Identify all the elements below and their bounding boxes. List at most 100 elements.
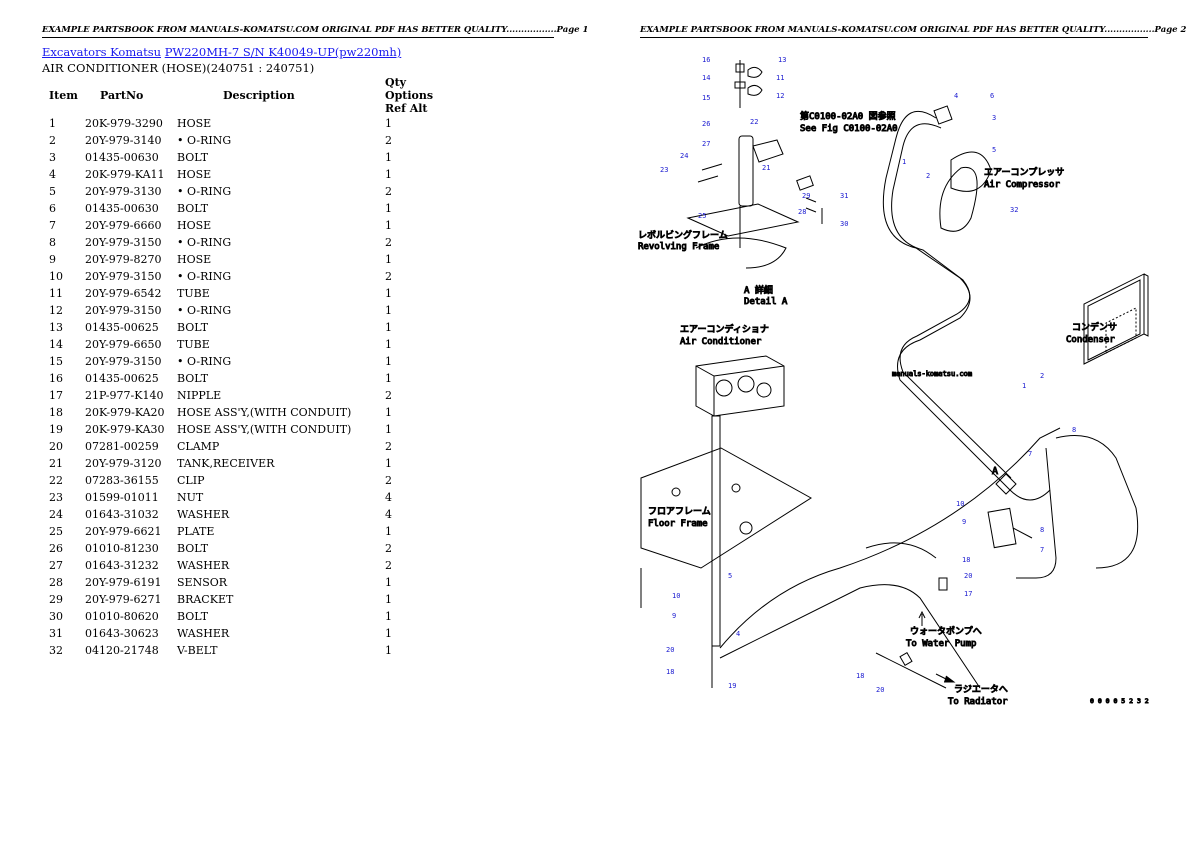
description-cell: • O-RING — [177, 236, 232, 249]
qty-cell: 4 — [385, 491, 392, 504]
description-cell: BOLT — [177, 151, 209, 164]
partno-cell: 01599-01011 — [85, 491, 159, 504]
callout-number: 32 — [1010, 206, 1018, 214]
description-cell: CLIP — [177, 474, 205, 487]
header-divider-right — [640, 37, 1148, 38]
partno-cell: 20Y-979-3150 — [85, 304, 162, 317]
partno-cell: 20Y-979-6542 — [85, 287, 162, 300]
air-conditioner-unit — [695, 355, 785, 647]
partno-cell: 04120-21748 — [85, 644, 159, 657]
air-compressor-jp-label: エアーコンプレッサ — [984, 167, 1064, 178]
description-cell: • O-RING — [177, 134, 232, 147]
table-row: 23 01599-01011 NUT 4 — [42, 489, 445, 506]
page-title: AIR CONDITIONER (HOSE)(240751 : 240751) — [42, 61, 315, 75]
breadcrumb-link-excavators[interactable]: Excavators Komatsu — [42, 45, 162, 59]
item-cell: 27 — [49, 559, 63, 572]
partno-cell: 01435-00625 — [85, 321, 159, 334]
item-cell: 10 — [49, 270, 63, 283]
callout-number: 18 — [962, 556, 970, 564]
callout-number: 13 — [778, 56, 786, 64]
air-compressor — [933, 105, 992, 232]
callout-number: 5 — [992, 146, 996, 154]
qty-cell: 1 — [385, 525, 392, 538]
callout-number: 27 — [702, 140, 710, 148]
parts-diagram: 第C0100-02A0 図参照 See Fig C0100-02A0 レボルビン… — [638, 56, 1150, 708]
callout-number: 23 — [660, 166, 668, 174]
item-cell: 30 — [49, 610, 63, 623]
description-cell: HOSE — [177, 219, 212, 232]
description-cell: BOLT — [177, 610, 209, 623]
callout-number: 16 — [702, 56, 710, 64]
partno-cell: 20Y-979-6660 — [85, 219, 162, 232]
qty-cell: 1 — [385, 168, 392, 181]
item-cell: 9 — [49, 253, 56, 266]
callout-number: 20 — [876, 686, 884, 694]
qty-cell: 4 — [385, 508, 392, 521]
qty-cell: 2 — [385, 185, 392, 198]
qty-cell: 2 — [385, 134, 392, 147]
partno-cell: 21P-977-K140 — [85, 389, 164, 402]
breadcrumb-link-model[interactable]: PW220MH-7 S/N K40049-UP(pw220mh) — [164, 45, 402, 59]
callout-number: 20 — [964, 572, 972, 580]
qty-cell: 1 — [385, 304, 392, 317]
description-cell: • O-RING — [177, 270, 232, 283]
callout-number: 26 — [702, 120, 710, 128]
qty-cell: 2 — [385, 542, 392, 555]
detail-a-assembly — [686, 60, 823, 269]
description-cell: NUT — [177, 491, 204, 504]
callout-number: 9 — [672, 612, 676, 620]
item-cell: 5 — [49, 185, 56, 198]
partno-cell: 01010-81230 — [85, 542, 159, 555]
description-cell: WASHER — [177, 627, 230, 640]
radiator-label: To Radiator — [948, 697, 1008, 707]
description-cell: HOSE — [177, 168, 212, 181]
callout-number: 24 — [680, 152, 688, 160]
callout-number: 25 — [698, 212, 706, 220]
callout-number: 4 — [954, 92, 958, 100]
table-row: 24 01643-31032 WASHER 4 — [42, 506, 445, 523]
description-cell: SENSOR — [177, 576, 228, 589]
description-cell: HOSE ASS'Y,(WITH CONDUIT) — [177, 423, 352, 436]
partno-cell: 20Y-979-3130 — [85, 185, 162, 198]
table-header-row: Item PartNo Description Qty Options Ref … — [42, 76, 445, 115]
qty-cell: 1 — [385, 117, 392, 130]
description-cell: HOSE — [177, 253, 212, 266]
callout-number: 31 — [840, 192, 848, 200]
callout-number: 6 — [990, 92, 994, 100]
callout-number: 19 — [728, 682, 736, 690]
item-cell: 12 — [49, 304, 63, 317]
description-cell: BOLT — [177, 321, 209, 334]
bracket-detail — [899, 473, 1033, 667]
breadcrumb: Excavators Komatsu PW220MH-7 S/N K40049-… — [42, 45, 401, 59]
partno-cell: 20Y-979-6650 — [85, 338, 162, 351]
condenser-jp-label: コンデンサ — [1072, 321, 1117, 333]
item-cell: 23 — [49, 491, 63, 504]
revolving-frame-label: Revolving Frame — [638, 242, 719, 252]
qty-cell: 1 — [385, 457, 392, 470]
water-pump-jp-label: ウォータポンプへ — [910, 626, 982, 637]
air-compressor-label: Air Compressor — [984, 180, 1060, 190]
callout-number: 30 — [840, 220, 848, 228]
column-header-partno: PartNo — [100, 89, 144, 102]
qty-cell: 2 — [385, 389, 392, 402]
description-cell: WASHER — [177, 508, 230, 521]
water-pump-label: To Water Pump — [906, 639, 976, 649]
partno-cell: 01643-31032 — [85, 508, 159, 521]
description-cell: HOSE — [177, 117, 212, 130]
callout-number: 20 — [666, 646, 674, 654]
callout-number: 11 — [776, 74, 784, 82]
item-cell: 24 — [49, 508, 63, 521]
